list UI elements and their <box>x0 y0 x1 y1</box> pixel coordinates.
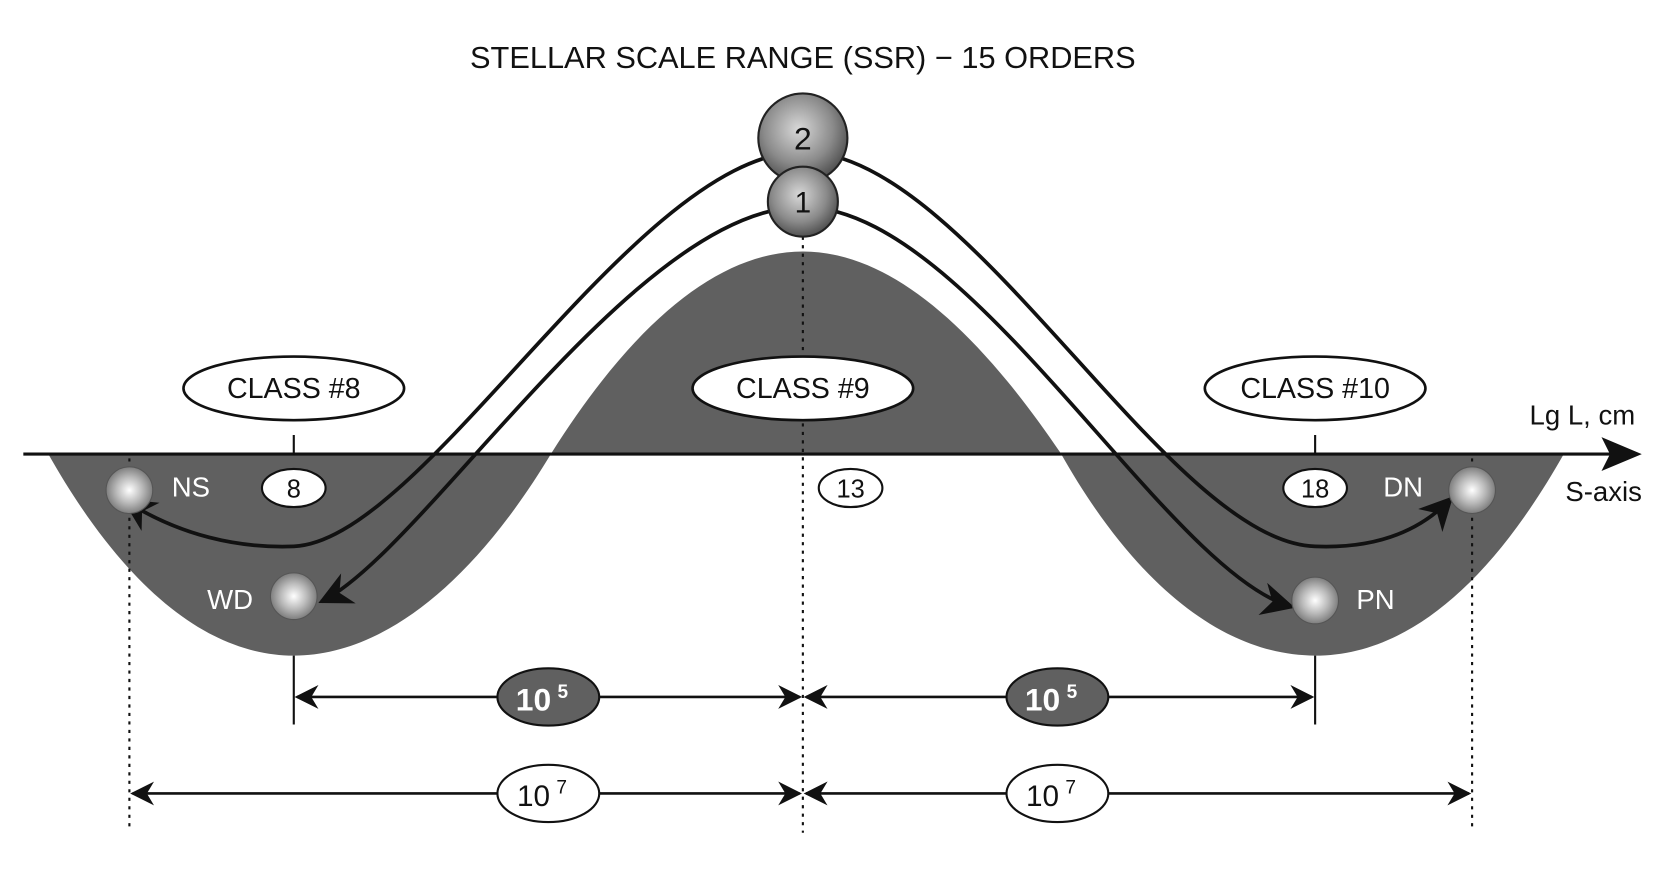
tick-8-text: 8 <box>287 476 301 504</box>
class-10-label: CLASS #10 <box>1203 355 1427 422</box>
axis-unit-label: Lg L, cm <box>1530 399 1636 430</box>
dn-ball <box>1448 466 1496 515</box>
svg-text:105: 10 5 <box>1025 682 1078 718</box>
ns-label: NS <box>172 472 210 503</box>
class-8-label: CLASS #8 <box>182 355 406 422</box>
wd-label: WD <box>207 584 253 615</box>
range-10-7-right: 10 7 <box>1005 763 1110 824</box>
range-exp: 7 <box>556 777 567 798</box>
node-2: 2 <box>757 92 849 184</box>
class-9-label: CLASS #9 <box>691 355 915 422</box>
axis-arrow-icon <box>1601 437 1642 472</box>
range-base: 10 <box>516 682 551 718</box>
class-ticks <box>292 435 1317 725</box>
range-10-5-right: 10 5 <box>1005 667 1110 727</box>
s-axis <box>23 437 1642 472</box>
node-2-label: 2 <box>794 121 812 157</box>
tick-18-text: 18 <box>1301 476 1329 504</box>
axis-name-label: S-axis <box>1565 476 1642 507</box>
range-exp: 7 <box>1065 777 1076 798</box>
dn-label: DN <box>1383 472 1423 503</box>
tick-8: 8 <box>260 467 327 509</box>
class-8-text: CLASS #8 <box>227 373 361 405</box>
node-1: 1 <box>766 165 839 238</box>
class-9-text: CLASS #9 <box>736 373 870 405</box>
range-base: 10 <box>1025 682 1060 718</box>
class-10-text: CLASS #10 <box>1240 373 1390 405</box>
tick-13: 13 <box>817 467 884 509</box>
diagram-title: STELLAR SCALE RANGE (SSR) − 15 ORDERS <box>470 40 1136 75</box>
tick-13-text: 13 <box>836 476 864 504</box>
pn-label: PN <box>1356 584 1394 615</box>
range-10-7-left: 10 7 <box>496 763 601 824</box>
range-10-5-left: 10 5 <box>496 667 601 727</box>
dimension-lines <box>130 685 1472 806</box>
pn-ball <box>1291 576 1339 625</box>
wd-ball <box>269 572 318 621</box>
range-base: 10 <box>517 780 550 813</box>
node-1-label: 1 <box>795 186 812 219</box>
range-base: 10 <box>1026 780 1059 813</box>
tick-18: 18 <box>1282 467 1349 509</box>
range-exp: 5 <box>1067 682 1078 703</box>
ns-ball <box>105 466 154 515</box>
svg-text:105: 10 5 <box>516 682 569 718</box>
svg-text:107: 10 7 <box>1026 777 1076 813</box>
scale-landscape-fill <box>47 251 1565 656</box>
range-exp: 5 <box>558 682 569 703</box>
svg-text:107: 10 7 <box>517 777 567 813</box>
